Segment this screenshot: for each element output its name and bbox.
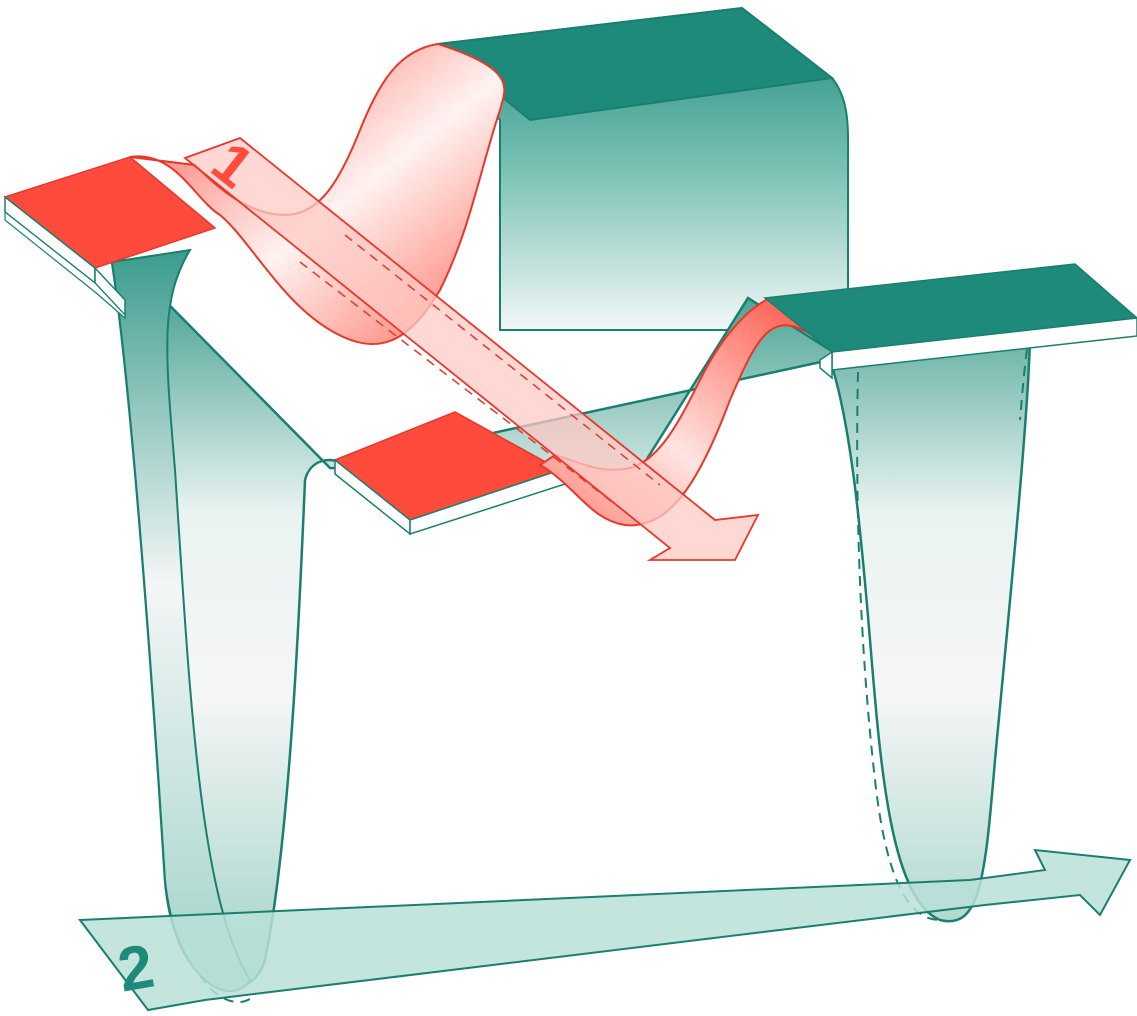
left-ledge (5, 157, 215, 318)
coral-fold-1 (130, 44, 504, 344)
back-panel (438, 8, 848, 330)
curtain-sheet (112, 255, 1030, 988)
